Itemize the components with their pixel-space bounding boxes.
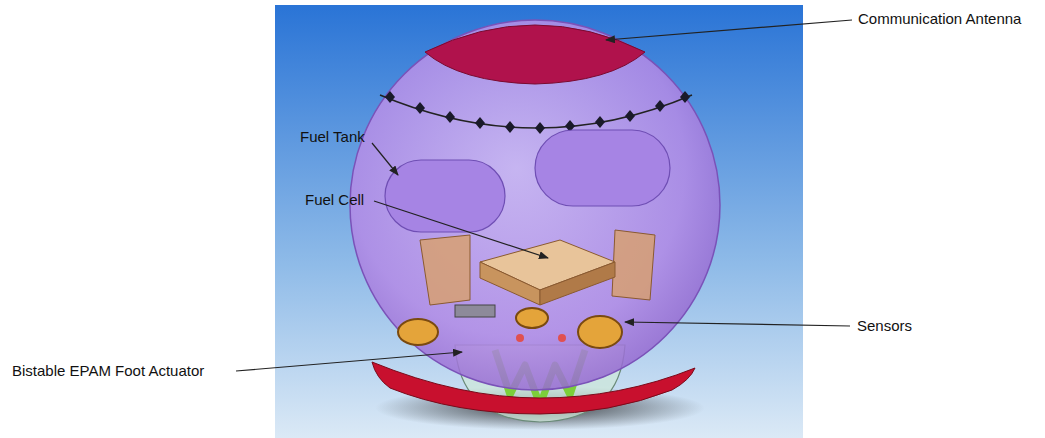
part-label: Fuel Tank [300, 128, 365, 146]
frame [420, 235, 470, 305]
sensor [578, 316, 622, 348]
part-label: Communication Antenna [858, 10, 1021, 28]
leader-line [374, 201, 548, 258]
fuel-cell [540, 262, 615, 305]
sphere-shell [350, 20, 720, 390]
sensor [516, 308, 548, 328]
sensor [398, 319, 438, 345]
part-label: Bistable EPAM Foot Actuator [12, 362, 204, 380]
leader-line [372, 143, 398, 175]
frame [612, 230, 655, 300]
dot-ring [380, 95, 692, 128]
leader-line [606, 20, 852, 40]
fuel-tank-left [385, 160, 505, 232]
red-foot [372, 362, 695, 414]
antenna-cap [425, 25, 645, 84]
fuel-cell [480, 262, 540, 305]
fuel-tank-right [535, 130, 670, 206]
part-label: Fuel Cell [305, 191, 364, 209]
ring-dots [385, 91, 690, 134]
part-label: Sensors [857, 317, 912, 335]
joint [558, 334, 566, 342]
joint [516, 334, 524, 342]
leader-line [236, 352, 462, 371]
electronics [455, 305, 495, 317]
leader-line [625, 322, 850, 326]
backdrop [275, 5, 803, 438]
